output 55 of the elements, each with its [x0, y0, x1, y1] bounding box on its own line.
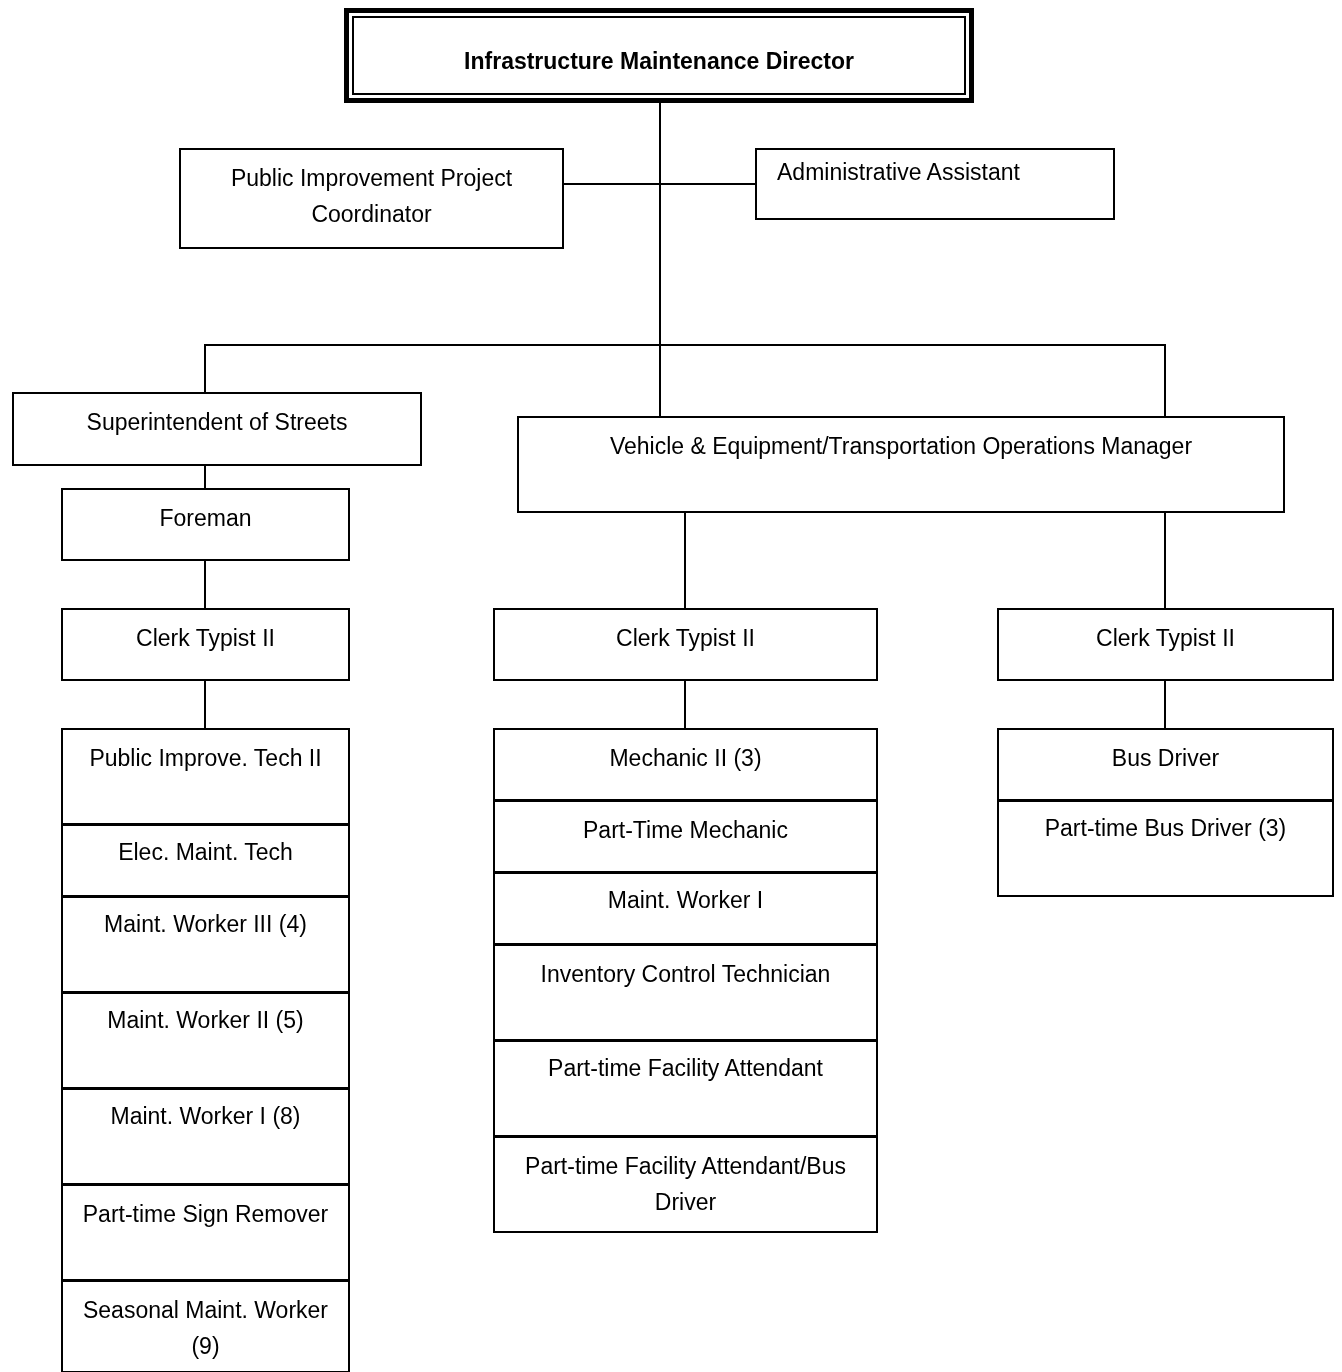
position-box — [493, 1040, 878, 1137]
connector-line — [684, 512, 686, 609]
position-box — [997, 728, 1334, 801]
director-box — [344, 8, 974, 103]
position-box — [517, 416, 1285, 513]
position-title: Foreman — [158, 504, 253, 533]
position-box — [997, 800, 1334, 897]
position-box — [493, 728, 878, 801]
position-box — [493, 608, 878, 681]
position-title: Part-time Facility Attendant/Bus Driver — [524, 1152, 847, 1217]
position-title: Maint. Worker I (8) — [109, 1102, 302, 1131]
position-box — [61, 608, 350, 681]
position-box — [61, 824, 350, 897]
position-title: Clerk Typist II — [1095, 624, 1236, 653]
connector-line — [204, 560, 206, 609]
position-title: Elec. Maint. Tech — [117, 838, 294, 867]
position-box — [61, 1088, 350, 1185]
position-title: Mechanic II (3) — [608, 744, 763, 773]
position-box — [61, 896, 350, 993]
position-title: Maint. Worker III (4) — [103, 910, 308, 939]
position-title: Bus Driver — [1110, 744, 1221, 773]
position-box — [61, 728, 350, 825]
position-box — [12, 392, 422, 466]
position-title: Maint. Worker I — [606, 886, 765, 915]
position-box — [493, 1136, 878, 1233]
position-box — [61, 488, 350, 561]
position-box — [493, 800, 878, 873]
position-title: Maint. Worker II (5) — [106, 1006, 305, 1035]
position-title: Part-time Bus Driver (3) — [1043, 814, 1288, 843]
position-box — [493, 944, 878, 1041]
connector-line — [204, 680, 206, 729]
position-title: Seasonal Maint. Worker (9) — [82, 1296, 329, 1361]
position-title: Part-Time Mechanic — [582, 816, 789, 845]
connector-line — [204, 465, 206, 489]
position-title: Inventory Control Technician — [539, 960, 832, 989]
position-box — [61, 992, 350, 1089]
position-box — [179, 148, 564, 249]
position-title: Administrative Assistant — [777, 158, 1021, 187]
connector-line — [684, 680, 686, 729]
position-title: Part-time Sign Remover — [81, 1200, 330, 1229]
position-title: Clerk Typist II — [135, 624, 276, 653]
position-box — [493, 872, 878, 945]
position-title: Public Improvement Project Coordinator — [229, 164, 514, 229]
position-title: Part-time Facility Attendant — [547, 1054, 824, 1083]
position-box — [755, 148, 1115, 220]
position-title: Public Improve. Tech II — [88, 744, 323, 773]
position-box — [997, 608, 1334, 681]
position-title: Clerk Typist II — [615, 624, 756, 653]
position-box — [61, 1184, 350, 1281]
position-title: Superintendent of Streets — [85, 408, 349, 437]
connector-line — [1164, 680, 1166, 729]
connector-line — [1164, 512, 1166, 609]
position-title: Infrastructure Maintenance Director — [463, 47, 855, 76]
position-title: Vehicle & Equipment/Transportation Operations Manager — [608, 432, 1194, 461]
position-box — [61, 1280, 350, 1372]
